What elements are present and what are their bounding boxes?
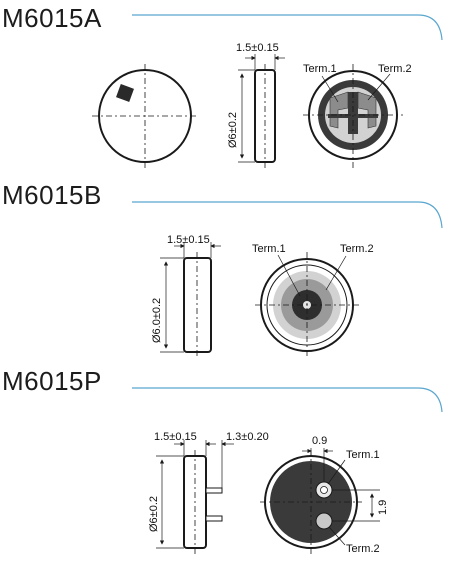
bottom-view-c [260,448,380,556]
section-m6015a: 1.5±0.15 Ø6±0.2 Term.1 Term.2 [92,14,443,168]
term1-label-b: Term.1 [252,243,286,255]
diameter-label-b: Ø6.0±0.2 [151,298,163,343]
thickness-label-b: 1.5±0.15 [167,234,210,246]
bottom-view-b [255,252,359,358]
section-title-m6015a: M6015A [2,3,102,33]
pin-spacing-label-c: 1.9 [377,500,389,515]
term2-label-b: Term.2 [340,243,374,255]
bottom-view-a [303,64,403,168]
pin-lower [205,515,223,522]
top-view-a [92,64,198,168]
section-title-m6015b: M6015B [2,180,102,210]
side-view-b [160,242,221,358]
header-accent-line [132,387,443,413]
header-accent-line [132,14,443,41]
pin-offset-label-c: 0.9 [312,435,327,447]
term1-label-a: Term.1 [303,63,337,75]
section-m6015b: 1.5±0.15 Ø6.0±0.2 Term.1 Term.2 [132,201,443,358]
term1-label-c: Term.1 [346,449,380,461]
thickness-label-c: 1.5±0.15 [154,431,197,443]
pin-length-label-c: 1.3±0.20 [226,431,269,443]
thickness-label-a: 1.5±0.15 [236,42,279,54]
side-view-c [156,440,234,556]
mic-chip [116,84,134,102]
term2-label-a: Term.2 [378,63,412,75]
term2-pin [315,512,333,530]
section-title-m6015p: M6015P [2,366,102,396]
pin-upper [205,487,223,494]
diameter-label-c: Ø6±0.2 [148,496,160,532]
header-accent-line [132,201,443,229]
section-m6015p: 1.5±0.15 1.3±0.20 Ø6±0.2 0.9 1.9 [132,387,443,556]
term2-label-c: Term.2 [346,543,380,555]
side-view-a [238,54,285,168]
diameter-label-a: Ø6±0.2 [227,112,239,148]
